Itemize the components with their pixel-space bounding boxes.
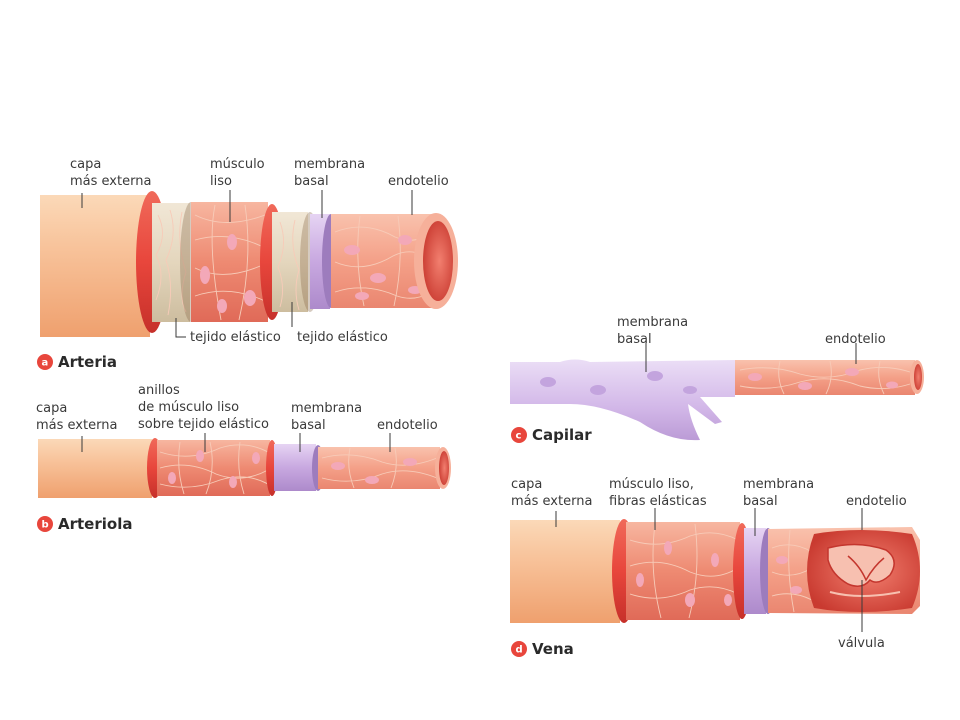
vein-label-outer-2: más externa — [511, 494, 592, 509]
capillary-figure: membrana basal endotelio c Capilar — [510, 315, 924, 444]
arteriole-label-rings-3: sobre tejido elástico — [138, 417, 269, 432]
artery-label-endothelium: endotelio — [388, 174, 449, 189]
artery-label-elastic-1: tejido elástico — [190, 330, 281, 345]
artery-label-basal-1: membrana — [294, 157, 365, 172]
arteriole-label-basal-1: membrana — [291, 401, 362, 416]
artery-badge — [37, 354, 53, 370]
arteriole-label-rings-2: de músculo liso — [138, 400, 239, 415]
artery-label-outer-1: capa — [70, 157, 101, 172]
vein-badge-letter: d — [516, 645, 523, 656]
capillary-badge-letter: c — [516, 431, 522, 442]
arteriole-caption: Arteriola — [58, 515, 132, 533]
vein-label-muscle-1: músculo liso, — [609, 477, 694, 492]
vein-figure: capa más externa músculo liso, fibras el… — [510, 477, 920, 658]
arteriole-label-endothelium: endotelio — [377, 418, 438, 433]
arteriole-label-rings-1: anillos — [138, 383, 180, 398]
vein-valve — [827, 543, 895, 587]
vein-label-muscle-2: fibras elásticas — [609, 494, 707, 509]
capillary-badge — [511, 427, 527, 443]
arteriole-outer-layer — [38, 439, 152, 498]
capillary-label-basal-2: basal — [617, 332, 652, 347]
arteriole-label-outer-1: capa — [36, 401, 67, 416]
arteriole-figure: capa más externa anillos de músculo liso… — [36, 383, 451, 533]
artery-label-muscle-2: liso — [210, 174, 232, 189]
arteriole-badge — [37, 516, 53, 532]
arteriole-basal-membrane — [274, 444, 316, 491]
artery-figure: capa más externa músculo liso membrana b… — [37, 157, 458, 371]
artery-elastic-tissue-1 — [152, 203, 190, 322]
capillary-basal-membrane — [510, 359, 735, 441]
artery-caption: Arteria — [58, 353, 117, 371]
artery-label-muscle-1: músculo — [210, 157, 265, 172]
vein-label-valve: válvula — [838, 636, 885, 651]
capillary-label-basal-1: membrana — [617, 315, 688, 330]
arteriole-label-basal-2: basal — [291, 418, 326, 433]
capillary-label-endothelium: endotelio — [825, 332, 886, 347]
artery-label-outer-2: más externa — [70, 174, 151, 189]
vein-label-basal-2: basal — [743, 494, 778, 509]
vein-badge — [511, 641, 527, 657]
vein-label-endothelium: endotelio — [846, 494, 907, 509]
arteriole-badge-letter: b — [42, 520, 49, 531]
vein-label-outer-1: capa — [511, 477, 542, 492]
vein-basal-membrane — [744, 528, 766, 614]
vein-caption: Vena — [532, 640, 574, 658]
arteriole-label-outer-2: más externa — [36, 418, 117, 433]
capillary-caption: Capilar — [532, 426, 592, 444]
artery-elastic-tissue-2 — [272, 212, 308, 312]
artery-badge-letter: a — [42, 358, 49, 369]
vein-label-basal-1: membrana — [743, 477, 814, 492]
vein-smooth-muscle — [626, 522, 740, 620]
artery-label-basal-2: basal — [294, 174, 329, 189]
vein-outer-layer — [510, 520, 620, 623]
artery-outer-layer — [40, 195, 150, 337]
artery-label-elastic-2: tejido elástico — [297, 330, 388, 345]
arteriole-muscle-rings — [157, 440, 270, 496]
